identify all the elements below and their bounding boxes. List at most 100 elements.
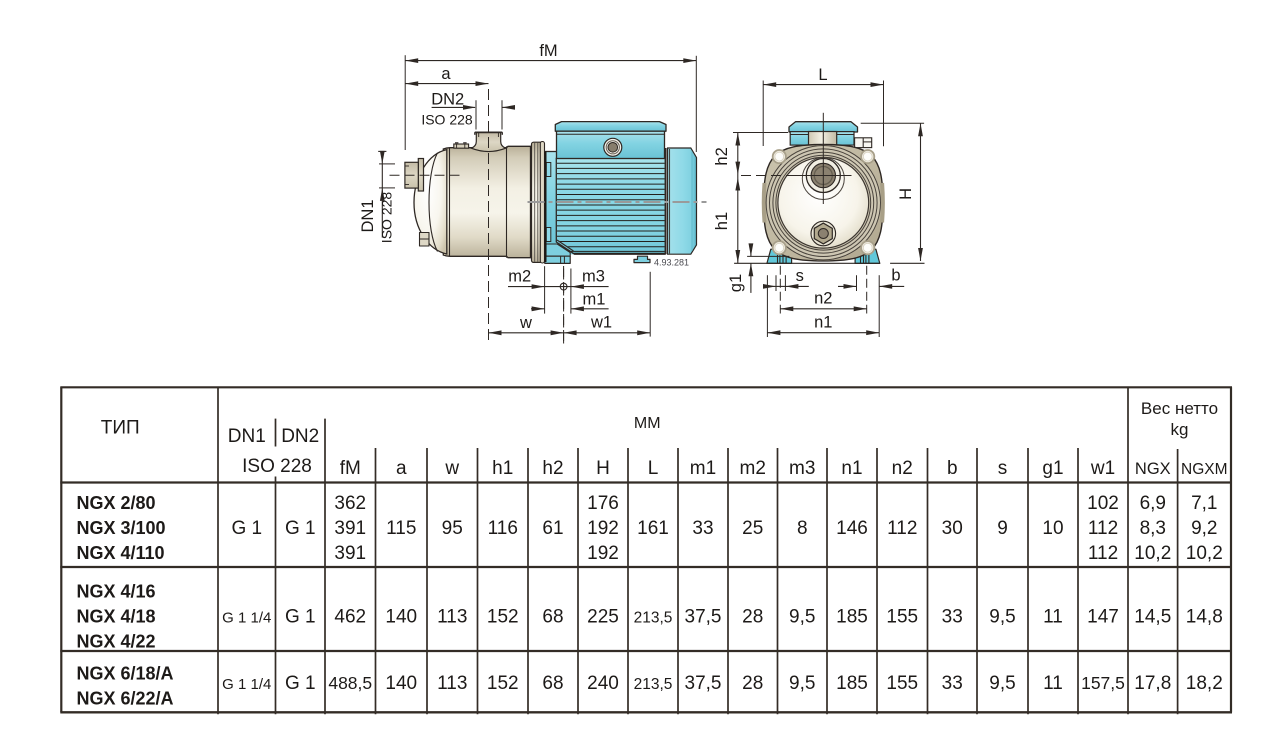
svg-text:28: 28 — [742, 607, 763, 628]
svg-text:NGXM: NGXM — [1181, 461, 1228, 478]
svg-text:146: 146 — [836, 518, 868, 539]
svg-text:a: a — [396, 458, 407, 479]
svg-text:DN2: DN2 — [281, 426, 319, 447]
svg-text:G 1: G 1 — [231, 518, 262, 539]
svg-text:NGX 6/18/A: NGX 6/18/A — [77, 664, 174, 684]
svg-text:h2: h2 — [542, 458, 563, 479]
svg-text:s: s — [796, 267, 804, 285]
svg-text:fM: fM — [340, 458, 361, 479]
svg-text:m2: m2 — [508, 268, 531, 286]
svg-text:7,1: 7,1 — [1191, 493, 1217, 514]
svg-text:NGX 4/18: NGX 4/18 — [77, 607, 156, 627]
svg-text:b: b — [947, 458, 958, 479]
svg-text:NGX 3/100: NGX 3/100 — [77, 518, 166, 538]
svg-text:391: 391 — [334, 543, 366, 564]
svg-text:61: 61 — [542, 518, 563, 539]
svg-text:w1: w1 — [1090, 458, 1115, 479]
svg-text:140: 140 — [385, 673, 417, 694]
svg-text:NGX 4/110: NGX 4/110 — [77, 543, 165, 563]
svg-text:37,5: 37,5 — [685, 607, 722, 628]
svg-text:152: 152 — [487, 607, 519, 628]
svg-text:28: 28 — [742, 673, 763, 694]
svg-text:n1: n1 — [841, 458, 862, 479]
svg-text:112: 112 — [887, 518, 917, 539]
svg-text:152: 152 — [487, 673, 519, 694]
svg-text:6,9: 6,9 — [1140, 493, 1166, 514]
svg-text:m1: m1 — [583, 290, 606, 308]
svg-text:213,5: 213,5 — [634, 610, 673, 627]
svg-text:176: 176 — [587, 493, 619, 514]
svg-text:225: 225 — [587, 607, 619, 628]
svg-text:147: 147 — [1087, 607, 1119, 628]
svg-text:n2: n2 — [892, 458, 913, 479]
svg-text:68: 68 — [542, 607, 563, 628]
svg-text:14,8: 14,8 — [1186, 607, 1223, 628]
svg-text:185: 185 — [836, 673, 868, 694]
svg-text:192: 192 — [587, 543, 619, 564]
svg-text:155: 155 — [886, 607, 918, 628]
svg-text:4.93.281: 4.93.281 — [654, 258, 689, 268]
svg-text:157,5: 157,5 — [1081, 673, 1125, 693]
svg-text:NGX 4/16: NGX 4/16 — [77, 582, 156, 602]
svg-text:17,8: 17,8 — [1134, 673, 1171, 694]
svg-text:h1: h1 — [492, 458, 513, 479]
svg-text:192: 192 — [587, 518, 619, 539]
svg-text:9: 9 — [997, 518, 1008, 539]
svg-text:11: 11 — [1043, 673, 1063, 694]
svg-text:95: 95 — [442, 518, 463, 539]
svg-text:ISO 228: ISO 228 — [379, 192, 395, 244]
svg-text:362: 362 — [334, 493, 366, 514]
svg-text:w: w — [519, 314, 532, 332]
svg-text:10: 10 — [1042, 518, 1063, 539]
svg-text:L: L — [818, 66, 827, 84]
svg-text:n1: n1 — [814, 313, 832, 331]
svg-text:a: a — [441, 65, 451, 83]
svg-text:ТИП: ТИП — [101, 418, 140, 439]
svg-text:18,2: 18,2 — [1186, 673, 1223, 694]
svg-text:112: 112 — [1088, 543, 1118, 564]
svg-text:9,5: 9,5 — [789, 607, 815, 628]
svg-text:ММ: ММ — [634, 415, 661, 432]
svg-text:NGX 2/80: NGX 2/80 — [77, 493, 156, 513]
svg-text:b: b — [891, 267, 900, 285]
svg-text:8,3: 8,3 — [1140, 518, 1166, 539]
svg-text:Вес нетто: Вес нетто — [1141, 399, 1218, 418]
svg-text:G 1: G 1 — [285, 673, 316, 694]
svg-text:391: 391 — [334, 518, 366, 539]
svg-text:9,5: 9,5 — [989, 607, 1015, 628]
svg-text:DN2: DN2 — [431, 91, 464, 109]
svg-text:9,5: 9,5 — [989, 673, 1015, 694]
svg-text:ISO 228: ISO 228 — [421, 111, 473, 127]
svg-text:H: H — [596, 458, 610, 479]
svg-text:33: 33 — [942, 673, 963, 694]
svg-text:115: 115 — [386, 518, 416, 539]
svg-text:G 1: G 1 — [285, 607, 316, 628]
svg-text:n2: n2 — [814, 290, 832, 308]
svg-text:m1: m1 — [690, 458, 716, 479]
svg-text:161: 161 — [637, 518, 669, 539]
svg-text:155: 155 — [886, 673, 918, 694]
svg-text:h1: h1 — [713, 212, 731, 230]
svg-text:488,5: 488,5 — [328, 673, 372, 693]
svg-text:NGX 6/22/A: NGX 6/22/A — [77, 689, 174, 709]
svg-text:G 1 1/4: G 1 1/4 — [222, 610, 271, 627]
svg-text:33: 33 — [942, 607, 963, 628]
svg-text:112: 112 — [1088, 518, 1118, 539]
svg-text:NGX 4/22: NGX 4/22 — [77, 632, 156, 652]
svg-text:ISO 228: ISO 228 — [242, 456, 312, 477]
svg-text:m2: m2 — [740, 458, 766, 479]
svg-text:11: 11 — [1043, 607, 1063, 628]
svg-text:102: 102 — [1087, 493, 1119, 514]
svg-text:DN1: DN1 — [359, 199, 377, 232]
svg-text:37,5: 37,5 — [685, 673, 722, 694]
svg-text:h2: h2 — [713, 147, 731, 165]
svg-text:DN1: DN1 — [228, 426, 266, 447]
svg-text:H: H — [897, 188, 915, 200]
svg-text:9,2: 9,2 — [1191, 518, 1217, 539]
svg-text:25: 25 — [742, 518, 763, 539]
svg-text:140: 140 — [385, 607, 417, 628]
svg-text:g1: g1 — [727, 274, 745, 292]
svg-text:240: 240 — [587, 673, 619, 694]
svg-text:w1: w1 — [590, 314, 612, 332]
svg-text:g1: g1 — [1042, 458, 1063, 479]
